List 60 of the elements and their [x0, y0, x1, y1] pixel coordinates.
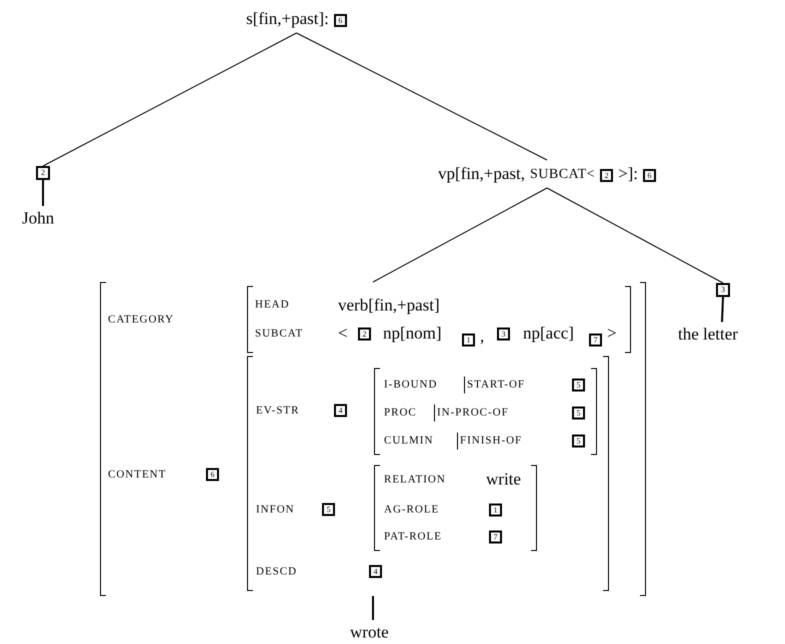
feature-name: AG-ROLE — [384, 504, 440, 516]
feature-value: , — [480, 328, 484, 344]
tag-box: 3 — [716, 283, 730, 297]
tag-box: 2 — [36, 166, 50, 180]
feature-value: the letter — [678, 326, 738, 342]
tag-box: 2 — [600, 169, 614, 182]
tag-box: 1 — [462, 334, 475, 346]
feature-name: EV-STR — [256, 406, 300, 416]
feature-name: IN-PROC-OF — [434, 404, 509, 422]
tag-box: 3 — [497, 328, 510, 340]
feature-value: wrote — [350, 624, 389, 640]
tree-branch — [42, 180, 44, 206]
tag-box: 6 — [206, 468, 219, 481]
feature-value: write — [486, 470, 521, 488]
feature-name: DESCD — [256, 566, 298, 578]
feature-name: FINISH-OF — [457, 432, 522, 450]
feature-value: John — [22, 210, 54, 226]
tag-box: 5 — [322, 503, 335, 516]
tree-branch — [42, 32, 297, 166]
feature-name: SUBCAT — [255, 328, 304, 340]
category-label: >]: — [618, 165, 638, 182]
tag-box: 1 — [489, 504, 502, 516]
tree-branch — [372, 188, 548, 282]
feature-name: CATEGORY — [108, 314, 174, 326]
tag-box: 5 — [572, 406, 585, 420]
feature-value: np[acc] — [523, 324, 574, 342]
tree-branch — [296, 32, 548, 160]
tag-box: 4 — [334, 404, 347, 417]
tree-branch — [721, 296, 724, 322]
tag-box: 6 — [334, 14, 347, 27]
category-label: s[fin,+past]: — [246, 10, 329, 27]
feature-name: INFON — [256, 504, 295, 516]
feature-value: verb[fin,+past] — [338, 296, 440, 314]
feature-name: HEAD — [255, 300, 290, 310]
tag-box: 6 — [643, 169, 656, 182]
feature-name: CONTENT — [108, 470, 166, 480]
feature-name: I-BOUND — [384, 380, 438, 390]
tag-box: 5 — [572, 434, 585, 448]
feature-matrix — [247, 356, 609, 591]
feature-matrix — [374, 368, 597, 455]
feature-value: > — [607, 324, 617, 342]
feature-value: np[nom] — [383, 324, 442, 342]
feature-name: PROC — [384, 408, 417, 418]
tag-box: 7 — [589, 334, 602, 346]
tag-box: 7 — [489, 530, 502, 544]
feature-name: PAT-ROLE — [384, 532, 442, 542]
category-label: vp[fin,+past, — [438, 165, 525, 182]
feature-matrix — [247, 286, 631, 353]
feature-name: START-OF — [464, 376, 526, 394]
feature-name: RELATION — [384, 474, 446, 486]
feature-name: SUBCAT< — [530, 168, 596, 182]
tree-branch — [546, 188, 724, 284]
tag-box: 5 — [572, 378, 585, 392]
feature-matrix — [100, 282, 646, 596]
feature-matrix — [374, 465, 537, 551]
feature-value: < — [338, 324, 348, 342]
tree-branch — [372, 596, 374, 620]
feature-name: CULMIN — [384, 436, 434, 446]
tag-box: 2 — [358, 328, 371, 340]
tag-box: 4 — [369, 565, 382, 578]
